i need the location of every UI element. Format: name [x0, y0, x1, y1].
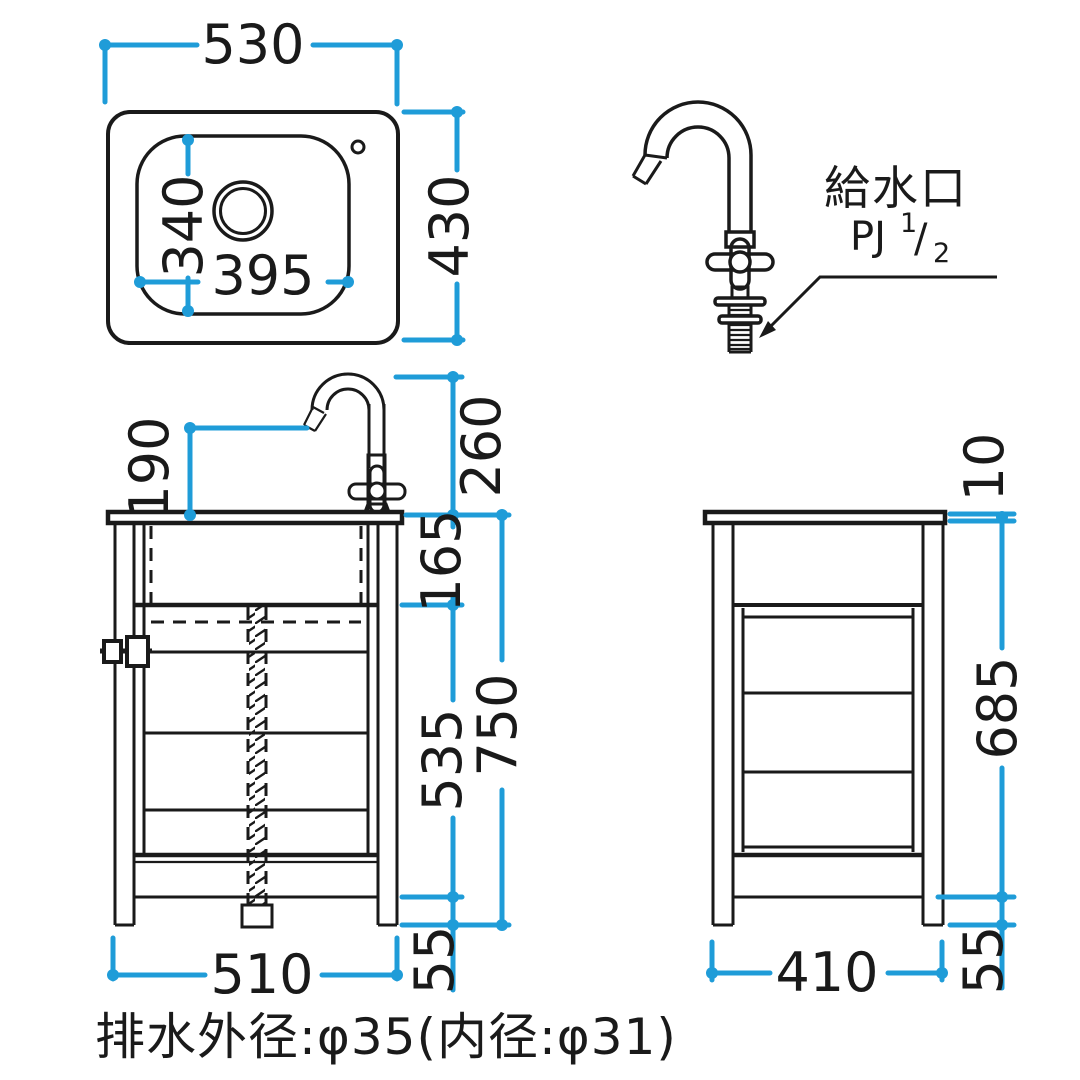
- dim-overall-depth: 430: [401, 106, 481, 346]
- dim-label-55: 55: [403, 926, 466, 995]
- drain-diameter-note: 排水外径:φ35(内径:φ31): [95, 1008, 677, 1066]
- thread-spec-slash: /: [914, 216, 928, 262]
- dim-dot: [182, 134, 194, 146]
- dim-dot: [936, 967, 948, 979]
- dim-spout-height: 190: [118, 416, 310, 521]
- front-faucet-flange: [363, 502, 391, 513]
- front-faucet-nozzle: [303, 406, 327, 432]
- drain-pipe-sides: [246, 607, 268, 905]
- dim-dot: [182, 305, 194, 317]
- side-view: 10 685 55 410: [702, 433, 1029, 1004]
- drain-pipe-foot: [240, 903, 274, 929]
- dim-leg-height-front: 55: [403, 894, 466, 995]
- drain-pipe-hatch: [249, 607, 265, 905]
- dim-dot: [107, 969, 119, 981]
- dim-basin-depth: 340: [152, 134, 215, 317]
- dim-dot: [451, 106, 463, 118]
- thread-spec-prefix: PJ: [850, 214, 886, 260]
- dim-overall-height: 750: [399, 512, 529, 931]
- dim-label-535: 535: [411, 708, 474, 811]
- dim-lines: [709, 939, 945, 983]
- dim-body-height: 685: [935, 514, 1029, 903]
- dim-leg-span-depth: 410: [706, 939, 948, 1004]
- front-cabinet-frame: [113, 523, 399, 927]
- dim-basin-width: 395: [134, 244, 354, 307]
- dim-label-55-side: 55: [952, 926, 1015, 995]
- dim-lines: [110, 935, 400, 982]
- dim-label-260: 260: [450, 394, 513, 497]
- dim-lines: [187, 425, 310, 518]
- dim-leg-span-width: 510: [107, 935, 403, 1006]
- upper-flange: [713, 296, 767, 307]
- dim-faucet-top-height: 260: [393, 371, 513, 521]
- front-basin-hidden-lines: [149, 526, 363, 624]
- dim-dot: [184, 422, 196, 434]
- sink-outline: [106, 110, 400, 345]
- dim-dot: [447, 371, 459, 383]
- dim-label-410: 410: [775, 941, 878, 1004]
- dim-label-430: 430: [418, 174, 481, 277]
- front-handle-hub: [367, 481, 387, 501]
- leader-arrowhead: [759, 321, 776, 338]
- handle-hub: [728, 250, 752, 274]
- dim-overall-width: 530: [99, 13, 403, 107]
- dim-countertop-thickness: 10: [947, 433, 1017, 524]
- dim-label-395: 395: [211, 244, 314, 307]
- front-view: 190 260 165 535 750 55: [100, 371, 529, 1006]
- side-countertop: [702, 509, 948, 526]
- dim-label-165: 165: [410, 509, 473, 612]
- faucet-detail: 給水口 PJ 1 / 2: [631, 100, 997, 354]
- dim-dot: [99, 39, 111, 51]
- dim-label-750: 750: [466, 673, 529, 776]
- front-countertop: [105, 509, 405, 526]
- dim-under-basin-height: 535: [399, 602, 474, 903]
- dim-lines: [401, 109, 466, 343]
- hinge-inner-plate: [125, 635, 150, 668]
- leader-line: [763, 275, 997, 334]
- supply-port-label: 給水口: [824, 161, 968, 215]
- dim-dot: [451, 334, 463, 346]
- lower-flange: [717, 314, 763, 325]
- dim-dot: [706, 967, 718, 979]
- drain-inner-circle: [219, 187, 267, 235]
- dim-dot: [134, 276, 146, 288]
- faucet-gooseneck: [643, 100, 753, 232]
- dim-label-685: 685: [966, 656, 1029, 759]
- front-faucet-gooseneck: [310, 372, 386, 468]
- drain-outer-circle: [212, 180, 274, 242]
- dim-label-10: 10: [953, 433, 1016, 502]
- dim-dot: [391, 969, 403, 981]
- thread-spec-denominator: 2: [933, 238, 950, 269]
- dim-label-510: 510: [210, 943, 313, 1006]
- hinge-outer-plate: [102, 639, 123, 664]
- dim-dot: [342, 276, 354, 288]
- dim-label-340: 340: [152, 174, 215, 277]
- top-view: 530 430 340 395: [99, 13, 481, 346]
- faucet-nozzle: [631, 153, 668, 186]
- dim-dot: [996, 919, 1008, 931]
- side-cabinet-frame: [711, 523, 945, 927]
- dim-dot: [391, 39, 403, 51]
- dim-dot: [496, 919, 508, 931]
- dim-label-190: 190: [118, 416, 181, 519]
- basin-outline: [135, 134, 351, 316]
- valve-collar: [724, 230, 756, 249]
- dim-dot: [184, 509, 196, 521]
- dim-basin-depth-front: 165: [399, 509, 473, 613]
- side-shelf-lines: [743, 615, 913, 849]
- dim-leg-height-side: 55: [947, 894, 1017, 995]
- dim-label-530: 530: [201, 13, 304, 76]
- faucet-mount-hole: [350, 139, 366, 155]
- thread-spec-numerator: 1: [900, 208, 917, 239]
